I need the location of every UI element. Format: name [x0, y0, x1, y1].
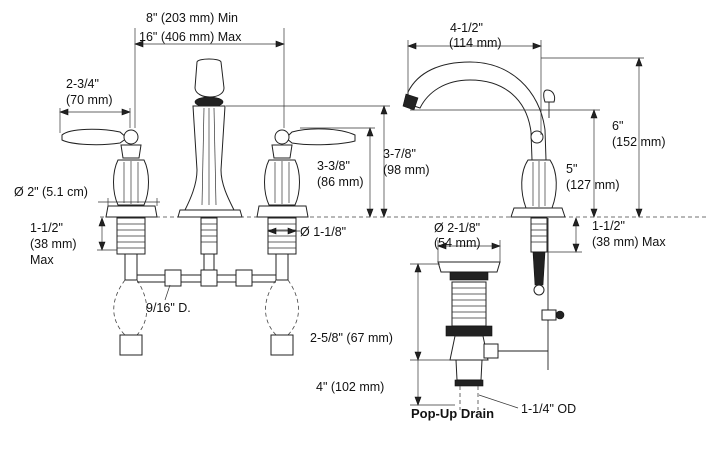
spout-side-view [402, 61, 566, 370]
reach-in: 4-1/2" [450, 21, 483, 35]
spread-dimension [134, 28, 285, 128]
right-shank-mm: (38 mm) Max [592, 235, 666, 249]
center-shank [200, 217, 218, 275]
right-shank-in: 1-1/2" [592, 219, 625, 233]
left-shank-in: 1-1/2" [30, 221, 63, 235]
left-handle [61, 128, 158, 218]
reach-dimension [407, 40, 542, 135]
right-shank [265, 217, 299, 356]
spout-height-in: 3-7/8" [383, 147, 416, 161]
handle-width-mm: (70 mm) [66, 93, 113, 107]
right-shank-dimension [548, 217, 582, 253]
drain-dia-in: Ø 2-1/8" [434, 221, 480, 235]
left-shank-max: Max [30, 253, 54, 267]
aerator-height-dimension [410, 109, 600, 218]
tee-connection [137, 269, 276, 287]
total-height-dimension [541, 57, 644, 218]
drain-below-dimension [410, 360, 455, 406]
drain-od-leader [478, 394, 519, 409]
left-shank [113, 217, 148, 356]
drain-dia-mm: (54 mm) [434, 236, 481, 250]
hose-dia-label: 9/16" D. [146, 301, 191, 315]
handle-height-mm: (86 mm) [317, 175, 364, 189]
base-dia-label: Ø 2" (5.1 cm) [14, 185, 88, 199]
handle-width-in: 2-3/4" [66, 77, 99, 91]
reach-mm: (114 mm) [449, 36, 502, 50]
drain-below-label: 4" (102 mm) [316, 380, 384, 394]
total-height-mm: (152 mm) [612, 135, 665, 149]
drain-title: Pop-Up Drain [411, 406, 494, 421]
aerator-height-in: 5" [566, 162, 577, 176]
handle-height-dimension [300, 127, 375, 218]
hose-dia-leader [164, 284, 171, 301]
spread-max-label: 16" (406 mm) Max [139, 30, 242, 44]
right-handle [256, 128, 356, 218]
hole-dia-label: Ø 1-1/8" [300, 225, 346, 239]
drain-depth-dimension [410, 263, 450, 361]
drain-depth-label: 2-5/8" (67 mm) [310, 331, 393, 345]
spout-left-view [177, 58, 243, 218]
left-shank-dimension [97, 217, 117, 251]
aerator-height-mm: (127 mm) [566, 178, 619, 192]
total-height-in: 6" [612, 119, 623, 133]
hole-dia-dimension [267, 227, 300, 235]
spout-height-dimension [226, 105, 390, 218]
drain-od-label: 1-1/4" OD [521, 402, 576, 416]
spout-height-mm: (98 mm) [383, 163, 430, 177]
spread-label: 8" (203 mm) Min [146, 11, 238, 25]
base-dia-dimension [98, 198, 160, 206]
left-shank-mm: (38 mm) [30, 237, 77, 251]
handle-width-dimension [59, 108, 131, 133]
handle-height-in: 3-3/8" [317, 159, 350, 173]
drain-dia-dimension [437, 240, 501, 262]
pop-up-drain [437, 261, 548, 410]
